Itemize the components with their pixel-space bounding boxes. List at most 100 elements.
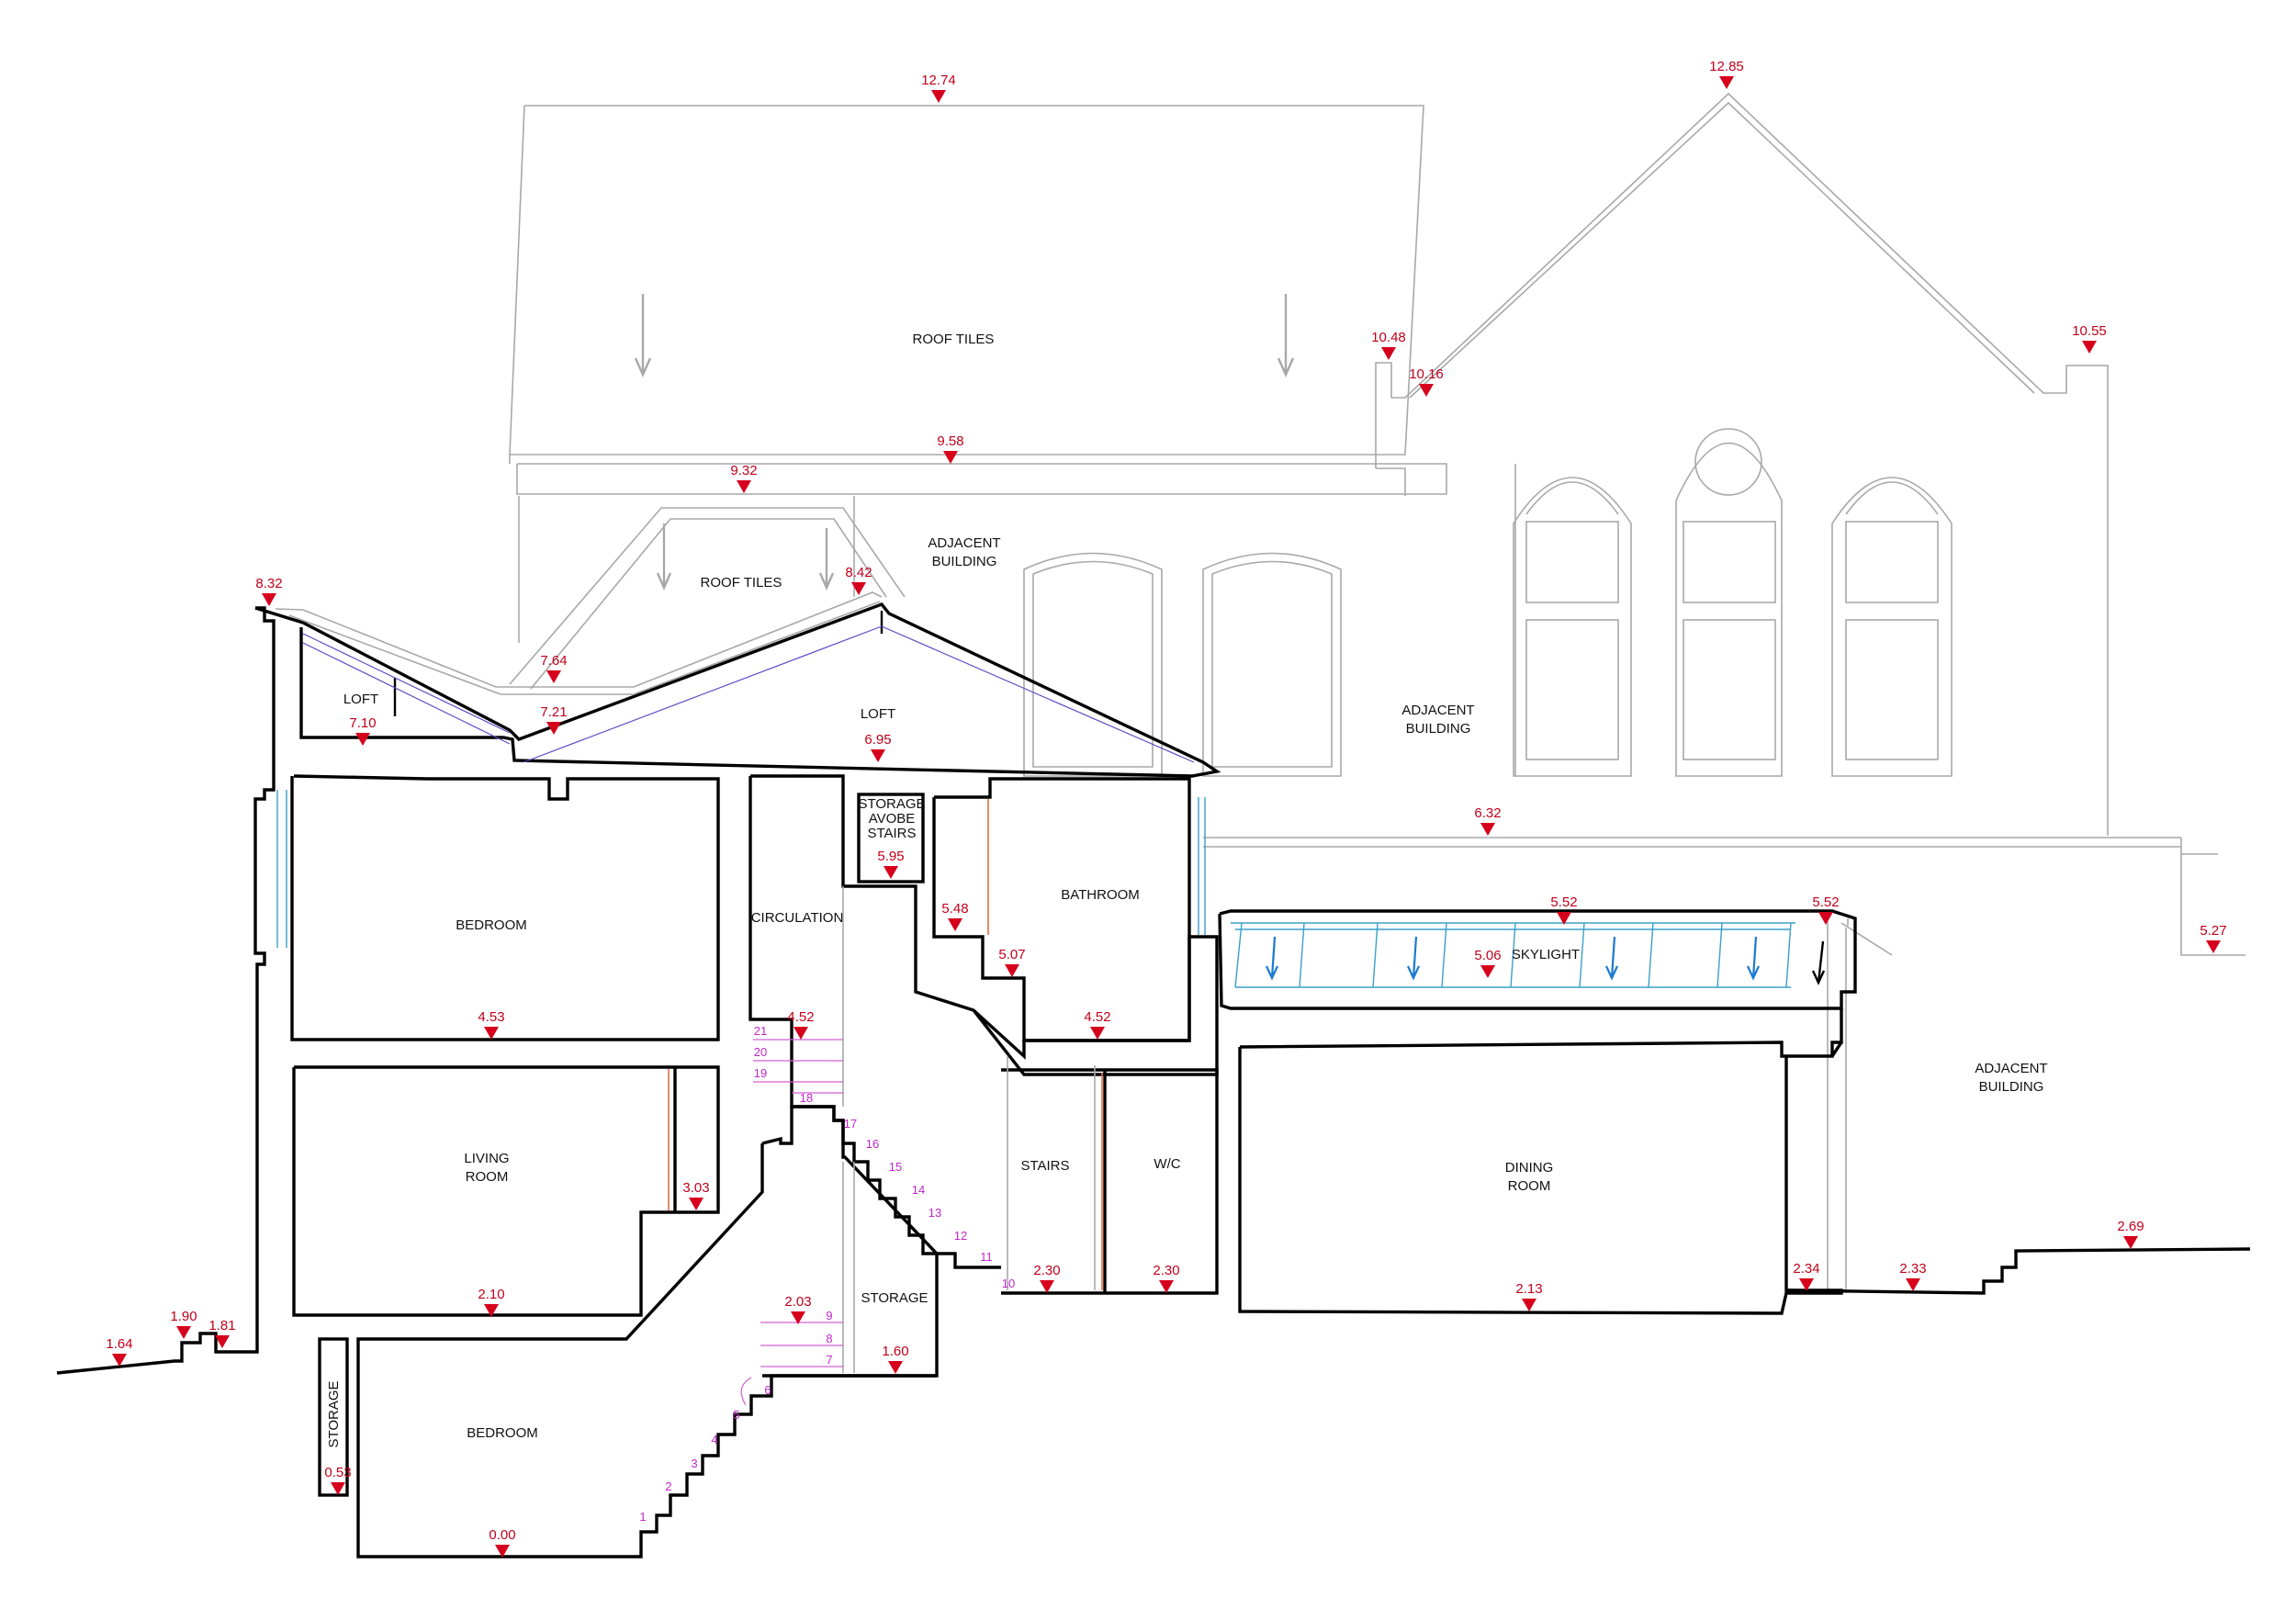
level-value: 2.69 [2117,1219,2144,1234]
level-triangle-icon [1906,1278,1920,1291]
level-triangle-icon [689,1198,703,1210]
level-marker: 6.32 [1474,805,1502,836]
level-marker: 2.03 [784,1294,812,1324]
level-triangle-icon [871,749,885,762]
level-marker: 8.42 [845,565,872,595]
room-label-storage-above-1: STORAGE [858,796,925,812]
level-value: 4.52 [1084,1009,1110,1025]
level-value: 1.90 [170,1309,197,1324]
level-triangle-icon [2082,341,2097,354]
level-value: 0.00 [489,1527,515,1543]
level-triangle-icon [262,593,276,606]
level-value: 1.60 [882,1344,908,1359]
level-marker: 10.16 [1409,366,1444,397]
level-triangle-icon [1090,1027,1105,1040]
church-window-center [1675,428,1783,777]
room-label-bedroom-upper: BEDROOM [456,917,527,933]
level-triangle-icon [1480,823,1495,836]
room-label-stairs: STAIRS [1020,1158,1069,1174]
rafter-line [523,625,1195,763]
level-triangle-icon [851,582,866,595]
level-value: 5.95 [877,849,904,864]
level-marker: 1.64 [106,1336,133,1367]
stair-step-number: 5 [733,1408,739,1422]
level-triangle-icon [931,90,946,103]
level-value: 6.95 [864,732,891,748]
stair-step-number: 2 [665,1480,671,1493]
level-marker: 2.10 [478,1287,505,1317]
stair-step-number: 8 [826,1332,832,1345]
adjacent-label-top-2: BUILDING [932,554,997,569]
level-value: 10.55 [2072,323,2107,339]
level-marker: 5.52 [1812,895,1840,925]
adjacent-lower-roof [509,507,906,690]
adjacent-label-top-1: ADJACENT [928,535,1000,551]
stair-step-number: 19 [754,1066,767,1080]
stair-step-number: 6 [764,1383,771,1397]
storage-above-stairs-box [857,793,925,883]
level-marker: 12.74 [921,73,956,103]
level-value: 7.10 [349,715,376,731]
stair-step-number: 14 [912,1183,925,1197]
lower-stair-core [761,1105,939,1378]
down-arrow-icon [634,294,652,377]
level-marker: 5.48 [941,901,969,931]
level-marker: 6.95 [864,732,892,762]
level-value: 2.33 [1899,1261,1926,1277]
level-marker: 9.32 [730,463,758,493]
level-value: 2.30 [1033,1263,1060,1278]
stair-step-number: 4 [711,1433,717,1446]
skylight-roof [1218,909,1857,1010]
room-label-dining-1: DINING [1505,1160,1554,1176]
level-marker: 8.32 [255,576,283,606]
level-triangle-icon [215,1335,230,1348]
roof-flashing [288,601,881,695]
level-marker: 4.52 [787,1009,815,1040]
level-value: 5.27 [2200,923,2226,939]
level-marker: 10.55 [2072,323,2107,354]
level-triangle-icon [112,1354,127,1367]
level-triangle-icon [948,918,962,931]
level-marker: 12.85 [1709,59,1744,89]
room-label-living-1: LIVING [464,1151,509,1166]
level-triangle-icon [495,1545,510,1558]
level-value: 1.81 [208,1318,235,1333]
level-value: 12.85 [1709,59,1744,74]
level-marker: 2.34 [1793,1261,1820,1291]
stair-step-number: 3 [691,1457,697,1470]
level-triangle-icon [1005,964,1019,977]
level-triangle-icon [484,1027,499,1040]
level-triangle-icon [737,480,751,493]
stair-treads [740,1039,843,1406]
level-triangle-icon [484,1304,499,1317]
stair-step-number: 20 [754,1045,767,1059]
room-label-storage-above-3: STAIRS [867,826,916,841]
room-label-dining-2: ROOM [1508,1178,1551,1194]
down-arrow-icon [1747,936,1760,981]
level-value: 10.48 [1371,330,1406,345]
room-label-storage-mid: STORAGE [861,1290,928,1306]
level-value: 9.32 [730,463,757,478]
roof-outline [254,602,1221,778]
level-marker: 2.30 [1033,1263,1061,1293]
level-triangle-icon [1480,965,1495,978]
stair-step-number: 16 [866,1137,879,1151]
level-triangle-icon [888,1361,903,1374]
level-marker: 4.52 [1084,1009,1111,1040]
level-marker: 5.27 [2200,923,2227,953]
rafter-line [302,633,511,734]
level-triangle-icon [176,1326,191,1339]
level-value: 1.64 [106,1336,132,1352]
level-value: 10.16 [1409,366,1444,382]
level-triangle-icon [884,866,898,879]
level-triangle-icon [1557,912,1571,925]
stair-step-number: 18 [800,1091,813,1105]
level-value: 2.30 [1153,1263,1179,1278]
adjacent-right-building [1827,854,2245,1293]
level-value: 8.32 [255,576,282,591]
level-marker: 2.30 [1153,1263,1180,1293]
level-marker: 10.48 [1371,330,1406,360]
adjacent-label-right-1: ADJACENT [1975,1061,2047,1076]
storage-box-low [318,1337,349,1497]
level-value: 7.21 [540,704,567,720]
